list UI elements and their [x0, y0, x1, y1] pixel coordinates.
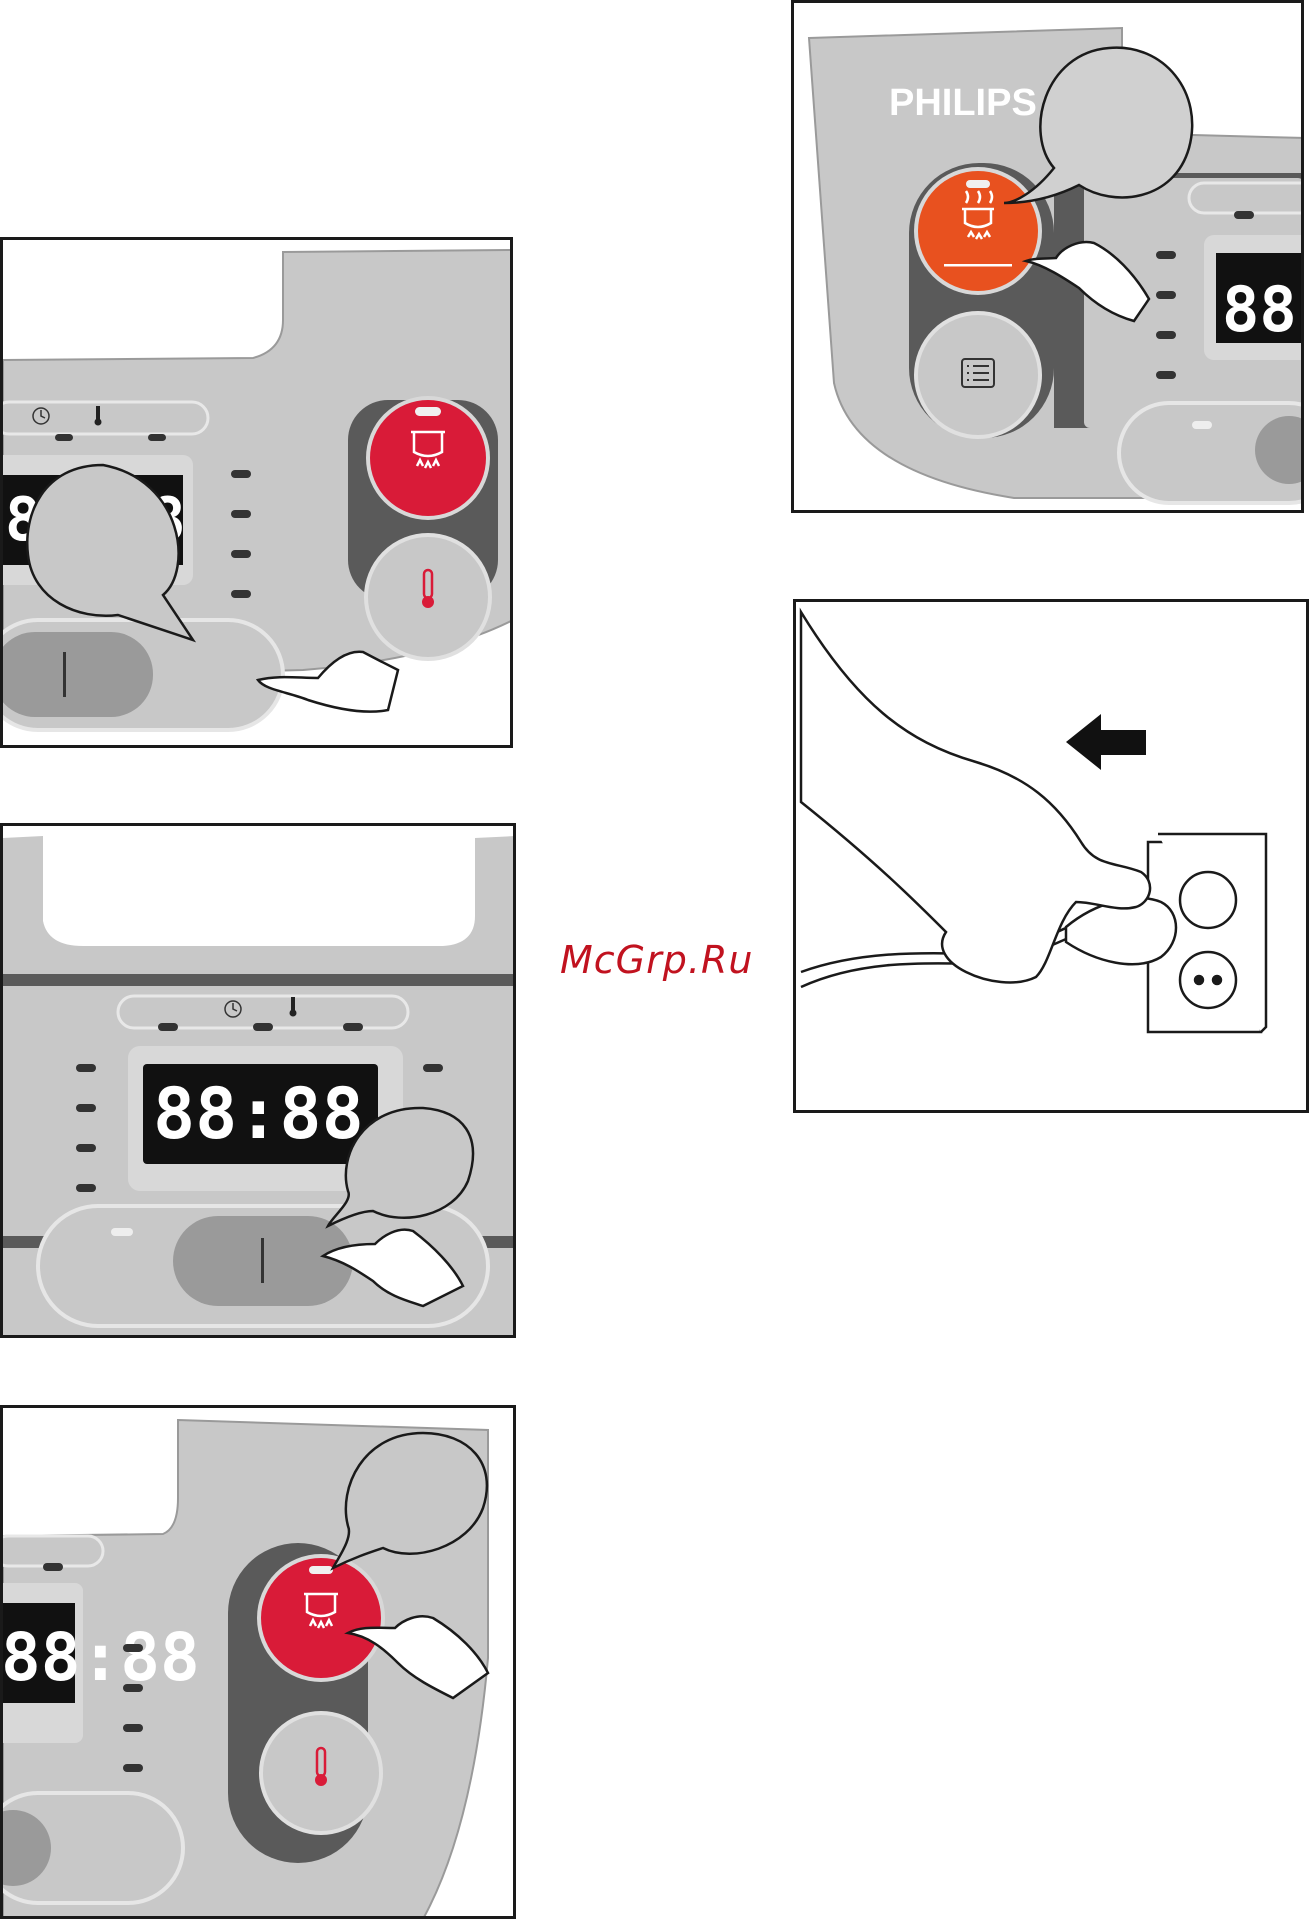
cook-button[interactable]	[370, 400, 486, 516]
panel-start-button-display: 88:88	[0, 823, 516, 1338]
display-digits: 88:88	[3, 1619, 200, 1696]
panel-unplug-illustration	[796, 602, 1309, 1113]
cook-button-led	[415, 407, 441, 416]
display-digits: 88:88	[1222, 273, 1304, 346]
watermark-text: McGrp.Ru	[560, 938, 753, 982]
indicator-led	[1234, 211, 1254, 219]
indicator-led	[253, 1023, 273, 1031]
indicator-strip	[3, 1536, 103, 1566]
panel-start-button: 88:88	[0, 237, 513, 748]
cook-button-led	[966, 180, 990, 188]
temperature-button[interactable]	[261, 1713, 381, 1833]
start-button-led	[1192, 421, 1212, 429]
arrow-left-icon	[1066, 714, 1146, 770]
indicator-led	[343, 1023, 363, 1031]
cook-button-led	[309, 1566, 333, 1574]
indicator-led	[55, 434, 73, 441]
cook-button[interactable]	[918, 171, 1038, 291]
indicator-led	[148, 434, 166, 441]
panel-keep-warm-button: 88:88	[0, 1405, 516, 1919]
indicator-strip	[1189, 183, 1304, 213]
indicator-led	[158, 1023, 178, 1031]
cook-button-underline	[944, 264, 1012, 267]
panel-display-illustration: 88:88	[3, 826, 516, 1338]
panel-cook-button: PHILIPS 88:88	[791, 0, 1304, 513]
start-button-mark	[261, 1238, 264, 1283]
display-digits: 88:88	[153, 1073, 364, 1155]
indicator-led	[43, 1563, 63, 1571]
panel-keep-warm-illustration: 88:88	[3, 1408, 516, 1919]
start-button-led	[111, 1228, 133, 1236]
panel-start-illustration: 88:88	[3, 240, 513, 748]
panel-cook-illustration: PHILIPS 88:88	[794, 3, 1304, 513]
brand-logo: PHILIPS	[889, 82, 1037, 124]
panel-unplug	[793, 599, 1309, 1113]
start-button[interactable]	[3, 632, 153, 717]
start-button-mark	[63, 652, 66, 697]
menu-button[interactable]	[916, 313, 1040, 437]
cook-button[interactable]	[261, 1558, 381, 1678]
divider-band	[3, 974, 516, 986]
